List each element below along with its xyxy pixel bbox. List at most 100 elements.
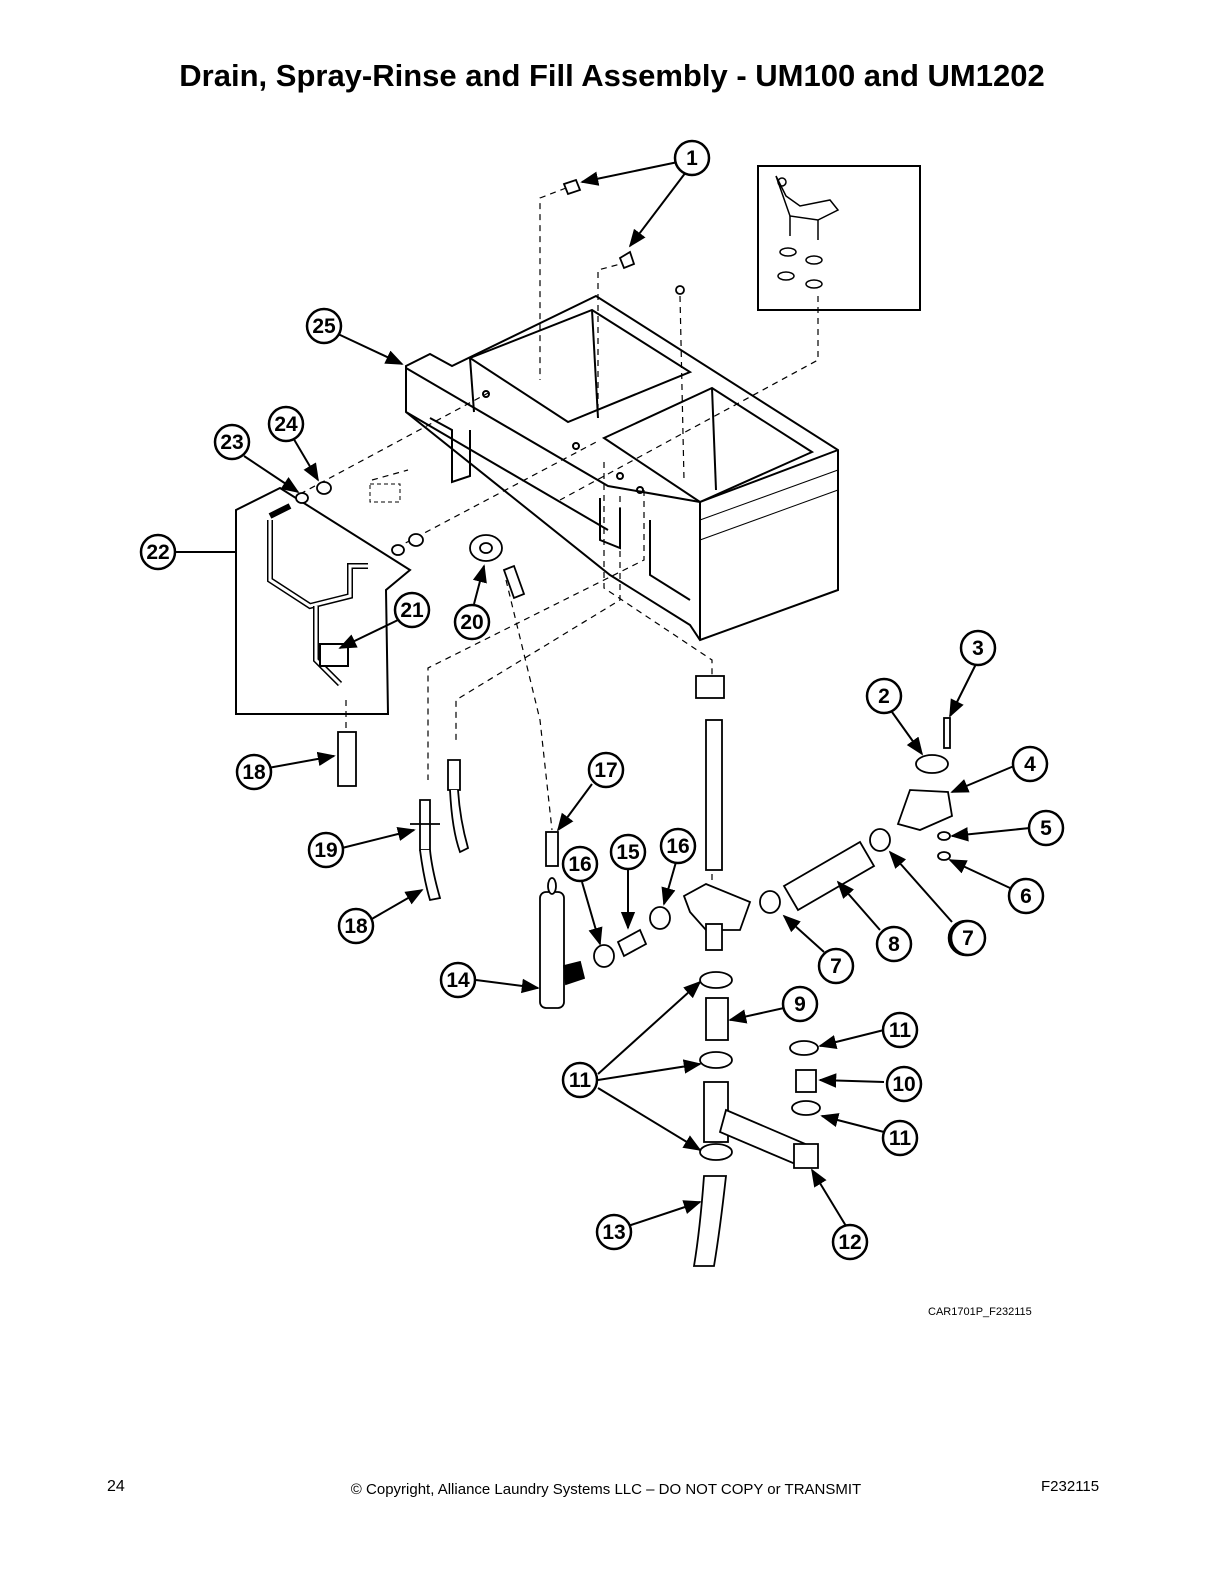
callout-label: 9: [794, 993, 806, 1016]
callout-label: 23: [220, 431, 243, 454]
callout-label: 18: [344, 915, 368, 938]
tee-19: [410, 759, 470, 902]
gasket-2: [915, 754, 949, 774]
callout-label: 6: [1020, 885, 1032, 908]
callout-label: 17: [594, 759, 617, 782]
callout-label: 13: [602, 1221, 625, 1244]
washer-23: [295, 492, 309, 504]
callout-label: 16: [568, 853, 591, 876]
callout-label: 20: [460, 611, 483, 634]
leader-lines: [174, 161, 1031, 1227]
clamp-11d: [791, 1100, 821, 1116]
callout-9: 9: [781, 985, 819, 1023]
callout-label: 5: [1040, 817, 1052, 840]
callout-4: 4: [1011, 745, 1049, 783]
callout-label: 25: [312, 315, 336, 338]
coupling-15: [616, 928, 648, 958]
coupling-10: [795, 1069, 817, 1093]
faucet-inset-box: [757, 165, 921, 311]
callout-6: 6: [1007, 877, 1045, 915]
callout-3: 3: [959, 629, 997, 667]
hose-8: [782, 840, 876, 912]
callout-16: 16: [659, 827, 697, 865]
page-title: Drain, Spray-Rinse and Fill Assembly - U…: [179, 58, 1045, 93]
callout-12: 12: [831, 1223, 869, 1261]
hidden-part-outline: [369, 483, 401, 503]
callout-5: 5: [1027, 809, 1065, 847]
callout-label: 18: [242, 761, 266, 784]
callout-18: 18: [235, 753, 273, 791]
washer-5: [937, 831, 951, 841]
callout-label: 3: [972, 637, 984, 660]
clamp-7a: [759, 890, 781, 914]
callout-group: 1234567778910111111121314151616171818192…: [139, 139, 1065, 1261]
callout-label: 19: [314, 839, 337, 862]
callout-label: 4: [1024, 753, 1036, 776]
tee-12: [703, 1081, 819, 1169]
callout-label: 10: [892, 1073, 915, 1096]
callout-label: 11: [569, 1069, 592, 1092]
callout-1: 1: [673, 139, 711, 177]
callout-label: 22: [146, 541, 169, 564]
document-number: F232115: [1041, 1478, 1100, 1495]
callout-8: 8: [875, 925, 913, 963]
fill-plumbing-inset: [235, 486, 412, 715]
clamp-11e: [699, 1143, 733, 1161]
elbow-4: [896, 789, 954, 831]
callout-2: 2: [865, 677, 903, 715]
callout-label: 1: [686, 147, 698, 170]
callout-24: 24: [267, 405, 305, 443]
callout-14: 14: [439, 961, 477, 999]
copyright-notice: © Copyright, Alliance Laundry Systems LL…: [350, 1481, 862, 1498]
callout-15: 15: [609, 833, 647, 871]
fitting-1a: [562, 178, 582, 196]
callout-11: 11: [881, 1119, 919, 1157]
tube-17: [545, 831, 559, 867]
nut-24: [316, 481, 332, 495]
callout-18: 18: [337, 907, 375, 945]
clamp-11c: [789, 1040, 819, 1056]
drain-body: [682, 675, 752, 951]
callout-label: 8: [888, 933, 900, 956]
callout-label: 7: [830, 955, 842, 978]
callout-label: 24: [274, 413, 298, 436]
overflow-tube-14: [539, 877, 586, 1009]
clamp-11a: [699, 971, 733, 989]
bolt-3: [943, 717, 951, 749]
callout-23: 23: [213, 423, 251, 461]
tub-assembly: [405, 294, 839, 642]
fitting-1b: [618, 250, 636, 270]
hose-13: [692, 1175, 728, 1267]
spray-head-20: [469, 534, 526, 600]
callout-label: 11: [889, 1127, 912, 1150]
callout-label: 14: [446, 969, 470, 992]
hose-18-upper: [337, 731, 357, 787]
callout-21: 21: [393, 591, 431, 629]
clamp-16b: [649, 906, 671, 930]
clamp-11b: [699, 1051, 733, 1069]
callout-11: 11: [881, 1011, 919, 1049]
callout-25: 25: [305, 307, 343, 345]
callout-17: 17: [587, 751, 625, 789]
clamp-16a: [593, 944, 615, 968]
callout-label: 7: [962, 927, 974, 950]
callout-label: 21: [400, 599, 424, 622]
callout-10: 10: [885, 1065, 923, 1103]
clip-top: [675, 285, 685, 295]
callout-label: 2: [878, 685, 890, 708]
callout-label: 12: [838, 1231, 861, 1254]
callout-13: 13: [595, 1213, 633, 1251]
callout-16: 16: [561, 845, 599, 883]
nut-b: [408, 533, 424, 547]
callout-label: 16: [666, 835, 689, 858]
callout-20: 20: [453, 603, 491, 641]
callout-7: 7: [817, 947, 855, 985]
callout-7: 7: [949, 919, 987, 957]
nut-6: [937, 851, 951, 861]
callout-label: 15: [616, 841, 640, 864]
washer-b: [391, 544, 405, 556]
callout-label: 11: [889, 1019, 912, 1042]
clamp-7b: [869, 828, 891, 852]
callout-11: 11: [561, 1061, 599, 1099]
